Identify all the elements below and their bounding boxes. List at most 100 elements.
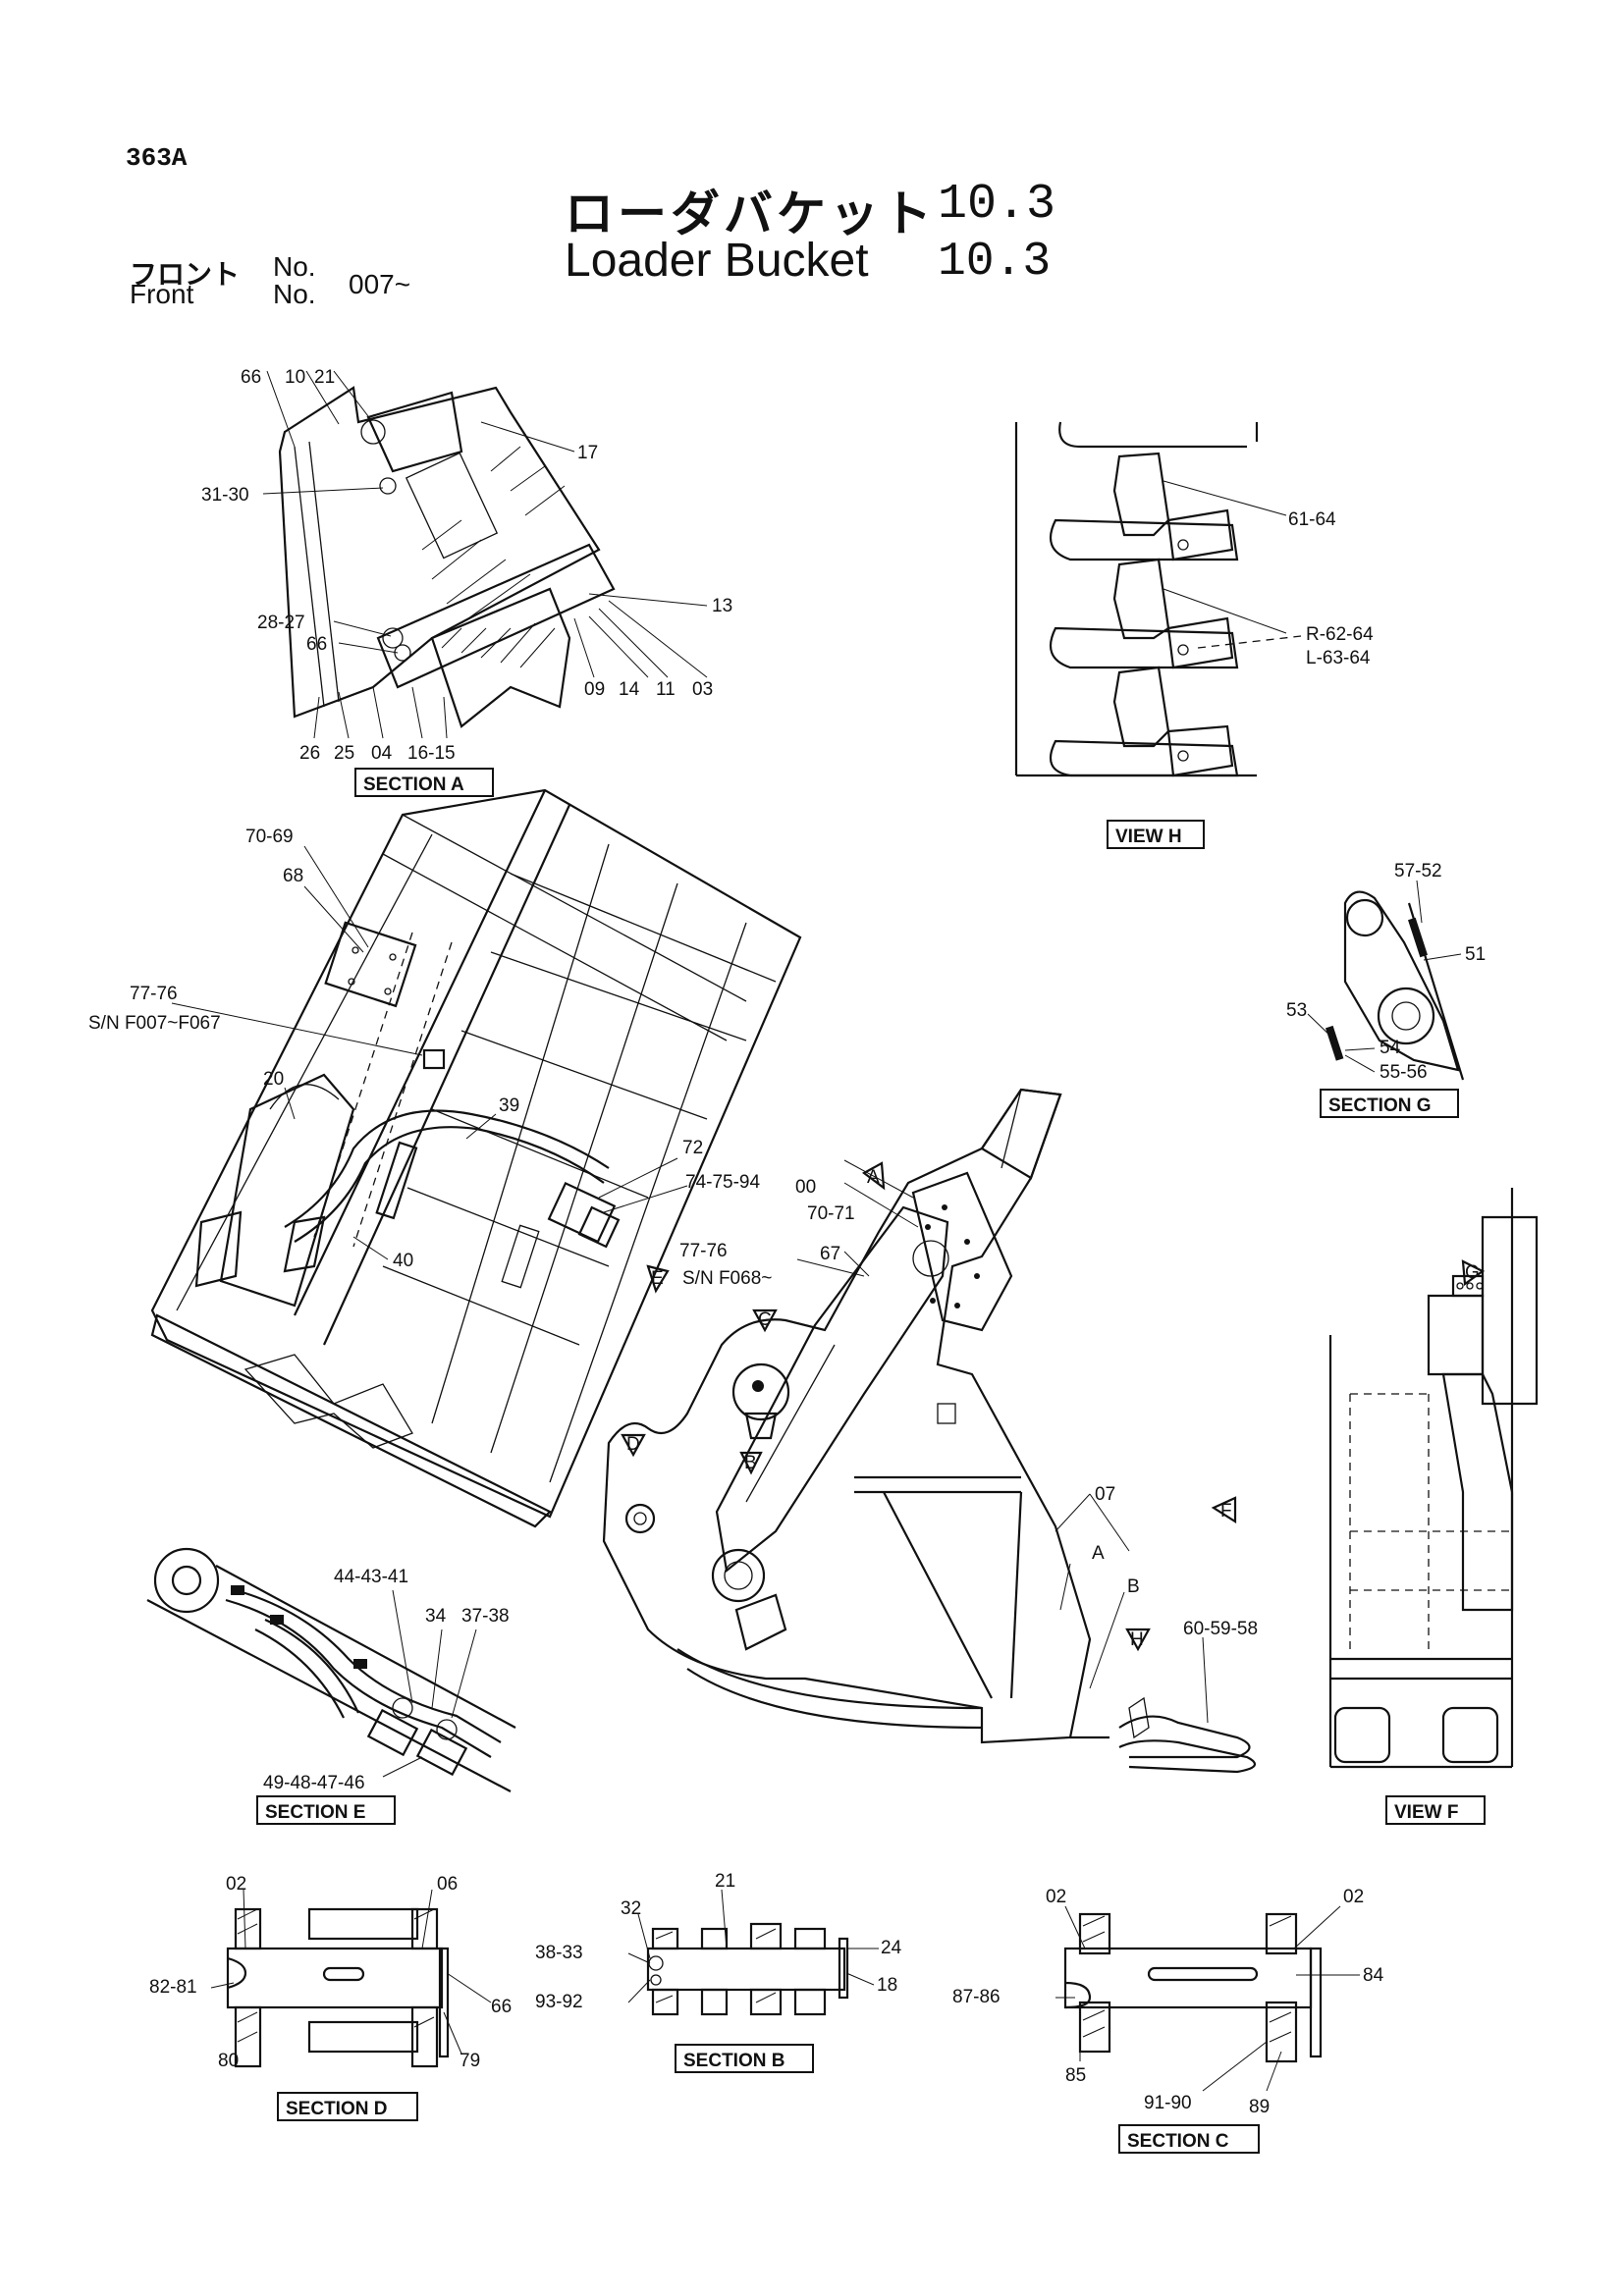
label-21-b: 21 bbox=[715, 1871, 735, 1892]
section-g-title: SECTION G bbox=[1328, 1095, 1432, 1116]
label-57-52: 57-52 bbox=[1394, 861, 1442, 881]
label-77-76: 77-76 bbox=[130, 984, 178, 1004]
section-b-title: SECTION B bbox=[683, 2051, 784, 2071]
label-32: 32 bbox=[621, 1898, 641, 1919]
view-f-title: VIEW F bbox=[1394, 1802, 1458, 1823]
label-70-69: 70-69 bbox=[245, 827, 294, 847]
front-label-jp: フロント bbox=[130, 259, 241, 290]
label-10: 10 bbox=[285, 367, 305, 388]
label-26: 26 bbox=[299, 743, 320, 764]
label-85: 85 bbox=[1065, 2065, 1086, 2086]
marker-c: C bbox=[758, 1309, 772, 1330]
label-25: 25 bbox=[334, 743, 354, 764]
label-49-48-47-46: 49-48-47-46 bbox=[263, 1773, 365, 1793]
label-55-56: 55-56 bbox=[1380, 1062, 1428, 1083]
label-67: 67 bbox=[820, 1244, 840, 1264]
front-serial: 007~ bbox=[349, 269, 411, 299]
label-09: 09 bbox=[584, 679, 605, 700]
section-c-drawing: 02 02 84 87-86 85 91-90 89 SECTION C bbox=[952, 1887, 1384, 2154]
section-a-drawing: 66 10 21 17 31-30 13 28-27 66 09 14 11 0… bbox=[201, 367, 732, 797]
label-89: 89 bbox=[1249, 2097, 1270, 2117]
marker-e: E bbox=[651, 1268, 664, 1289]
section-d-drawing: 02 06 82-81 66 80 79 SECTION D bbox=[149, 1874, 512, 2121]
label-34: 34 bbox=[425, 1606, 447, 1627]
label-91-90: 91-90 bbox=[1144, 2093, 1192, 2113]
label-13: 13 bbox=[712, 596, 732, 616]
label-16-15: 16-15 bbox=[407, 743, 456, 764]
label-a: A bbox=[1092, 1543, 1105, 1564]
view-h-title: VIEW H bbox=[1115, 827, 1182, 847]
label-74-75-94: 74-75-94 bbox=[685, 1172, 760, 1193]
label-21: 21 bbox=[314, 367, 335, 388]
label-72: 72 bbox=[682, 1138, 703, 1158]
marker-g: G bbox=[1465, 1262, 1480, 1283]
label-54: 54 bbox=[1380, 1038, 1401, 1058]
title-japanese: ローダバケット bbox=[565, 187, 936, 241]
label-38-33: 38-33 bbox=[535, 1943, 583, 1963]
label-17: 17 bbox=[577, 443, 598, 463]
label-28-27: 28-27 bbox=[257, 613, 305, 633]
view-f-drawing: VIEW F bbox=[1328, 1188, 1539, 1825]
label-40: 40 bbox=[393, 1251, 413, 1271]
label-20: 20 bbox=[263, 1069, 284, 1090]
label-66b: 66 bbox=[306, 634, 327, 655]
label-51: 51 bbox=[1465, 944, 1486, 965]
label-02-c2: 02 bbox=[1343, 1887, 1364, 1907]
section-d-title: SECTION D bbox=[286, 2099, 387, 2119]
title-english: Loader Bucket bbox=[565, 235, 869, 287]
label-77-76b: 77-76 bbox=[679, 1241, 728, 1261]
label-11: 11 bbox=[656, 679, 676, 700]
label-sn-f068: S/N F068~ bbox=[682, 1268, 772, 1289]
no-label-2: No. bbox=[273, 279, 316, 309]
label-79: 79 bbox=[460, 2051, 480, 2071]
label-02-d: 02 bbox=[226, 1874, 246, 1895]
label-r-62-64: R-62-64 bbox=[1306, 624, 1374, 645]
label-03: 03 bbox=[692, 679, 713, 700]
label-04: 04 bbox=[371, 743, 393, 764]
marker-d: D bbox=[626, 1434, 640, 1455]
label-60-59-58: 60-59-58 bbox=[1183, 1619, 1258, 1639]
label-68: 68 bbox=[283, 866, 303, 886]
label-14: 14 bbox=[619, 679, 640, 700]
label-06: 06 bbox=[437, 1874, 458, 1895]
label-00: 00 bbox=[795, 1177, 816, 1198]
label-44-43-41: 44-43-41 bbox=[334, 1567, 408, 1587]
front-label-en: Front bbox=[130, 279, 194, 309]
label-07: 07 bbox=[1095, 1484, 1115, 1505]
marker-h: H bbox=[1130, 1629, 1144, 1650]
label-18: 18 bbox=[877, 1975, 897, 1996]
page-number: 363A bbox=[126, 143, 188, 173]
label-84: 84 bbox=[1363, 1965, 1384, 1986]
label-53: 53 bbox=[1286, 1000, 1307, 1021]
section-e-title: SECTION E bbox=[265, 1802, 365, 1823]
label-39: 39 bbox=[499, 1095, 519, 1116]
marker-f: F bbox=[1220, 1501, 1232, 1522]
marker-a: A bbox=[867, 1167, 880, 1188]
section-g-drawing: 57-52 51 53 54 55-56 SECTION G bbox=[1286, 861, 1486, 1118]
label-24: 24 bbox=[881, 1938, 902, 1958]
label-l-63-64: L-63-64 bbox=[1306, 648, 1371, 668]
section-markers: A E C B D F H G bbox=[621, 1161, 1486, 1652]
bucket-body-drawing: 70-69 68 77-76 S/N F007~F067 20 39 72 74… bbox=[88, 788, 802, 1528]
section-b-drawing: 21 32 24 38-33 18 93-92 SECTION B bbox=[535, 1871, 902, 2073]
label-31-30: 31-30 bbox=[201, 485, 249, 506]
label-66: 66 bbox=[241, 367, 261, 388]
label-93-92: 93-92 bbox=[535, 1992, 583, 2012]
label-61-64: 61-64 bbox=[1288, 509, 1336, 530]
title-version-jp: 10.3 bbox=[938, 177, 1056, 233]
title-version-en: 10.3 bbox=[938, 236, 1052, 289]
section-c-title: SECTION C bbox=[1127, 2131, 1229, 2152]
label-sn-f007-f067: S/N F007~F067 bbox=[88, 1013, 221, 1034]
bucket-side-drawing: 00 70-71 77-76 S/N F068~ 67 07 A B 60-59… bbox=[602, 1088, 1258, 1774]
no-label-1: No. bbox=[273, 251, 316, 282]
label-82-81: 82-81 bbox=[149, 1977, 197, 1998]
label-87-86: 87-86 bbox=[952, 1987, 1001, 2007]
view-h-drawing: 61-64 R-62-64 L-63-64 VIEW H bbox=[1014, 421, 1374, 849]
label-80: 80 bbox=[218, 2051, 239, 2071]
label-b: B bbox=[1127, 1576, 1140, 1597]
label-70-71: 70-71 bbox=[807, 1203, 855, 1224]
label-66-d: 66 bbox=[491, 1997, 512, 2017]
marker-b: B bbox=[744, 1453, 757, 1473]
label-37-38: 37-38 bbox=[461, 1606, 510, 1627]
